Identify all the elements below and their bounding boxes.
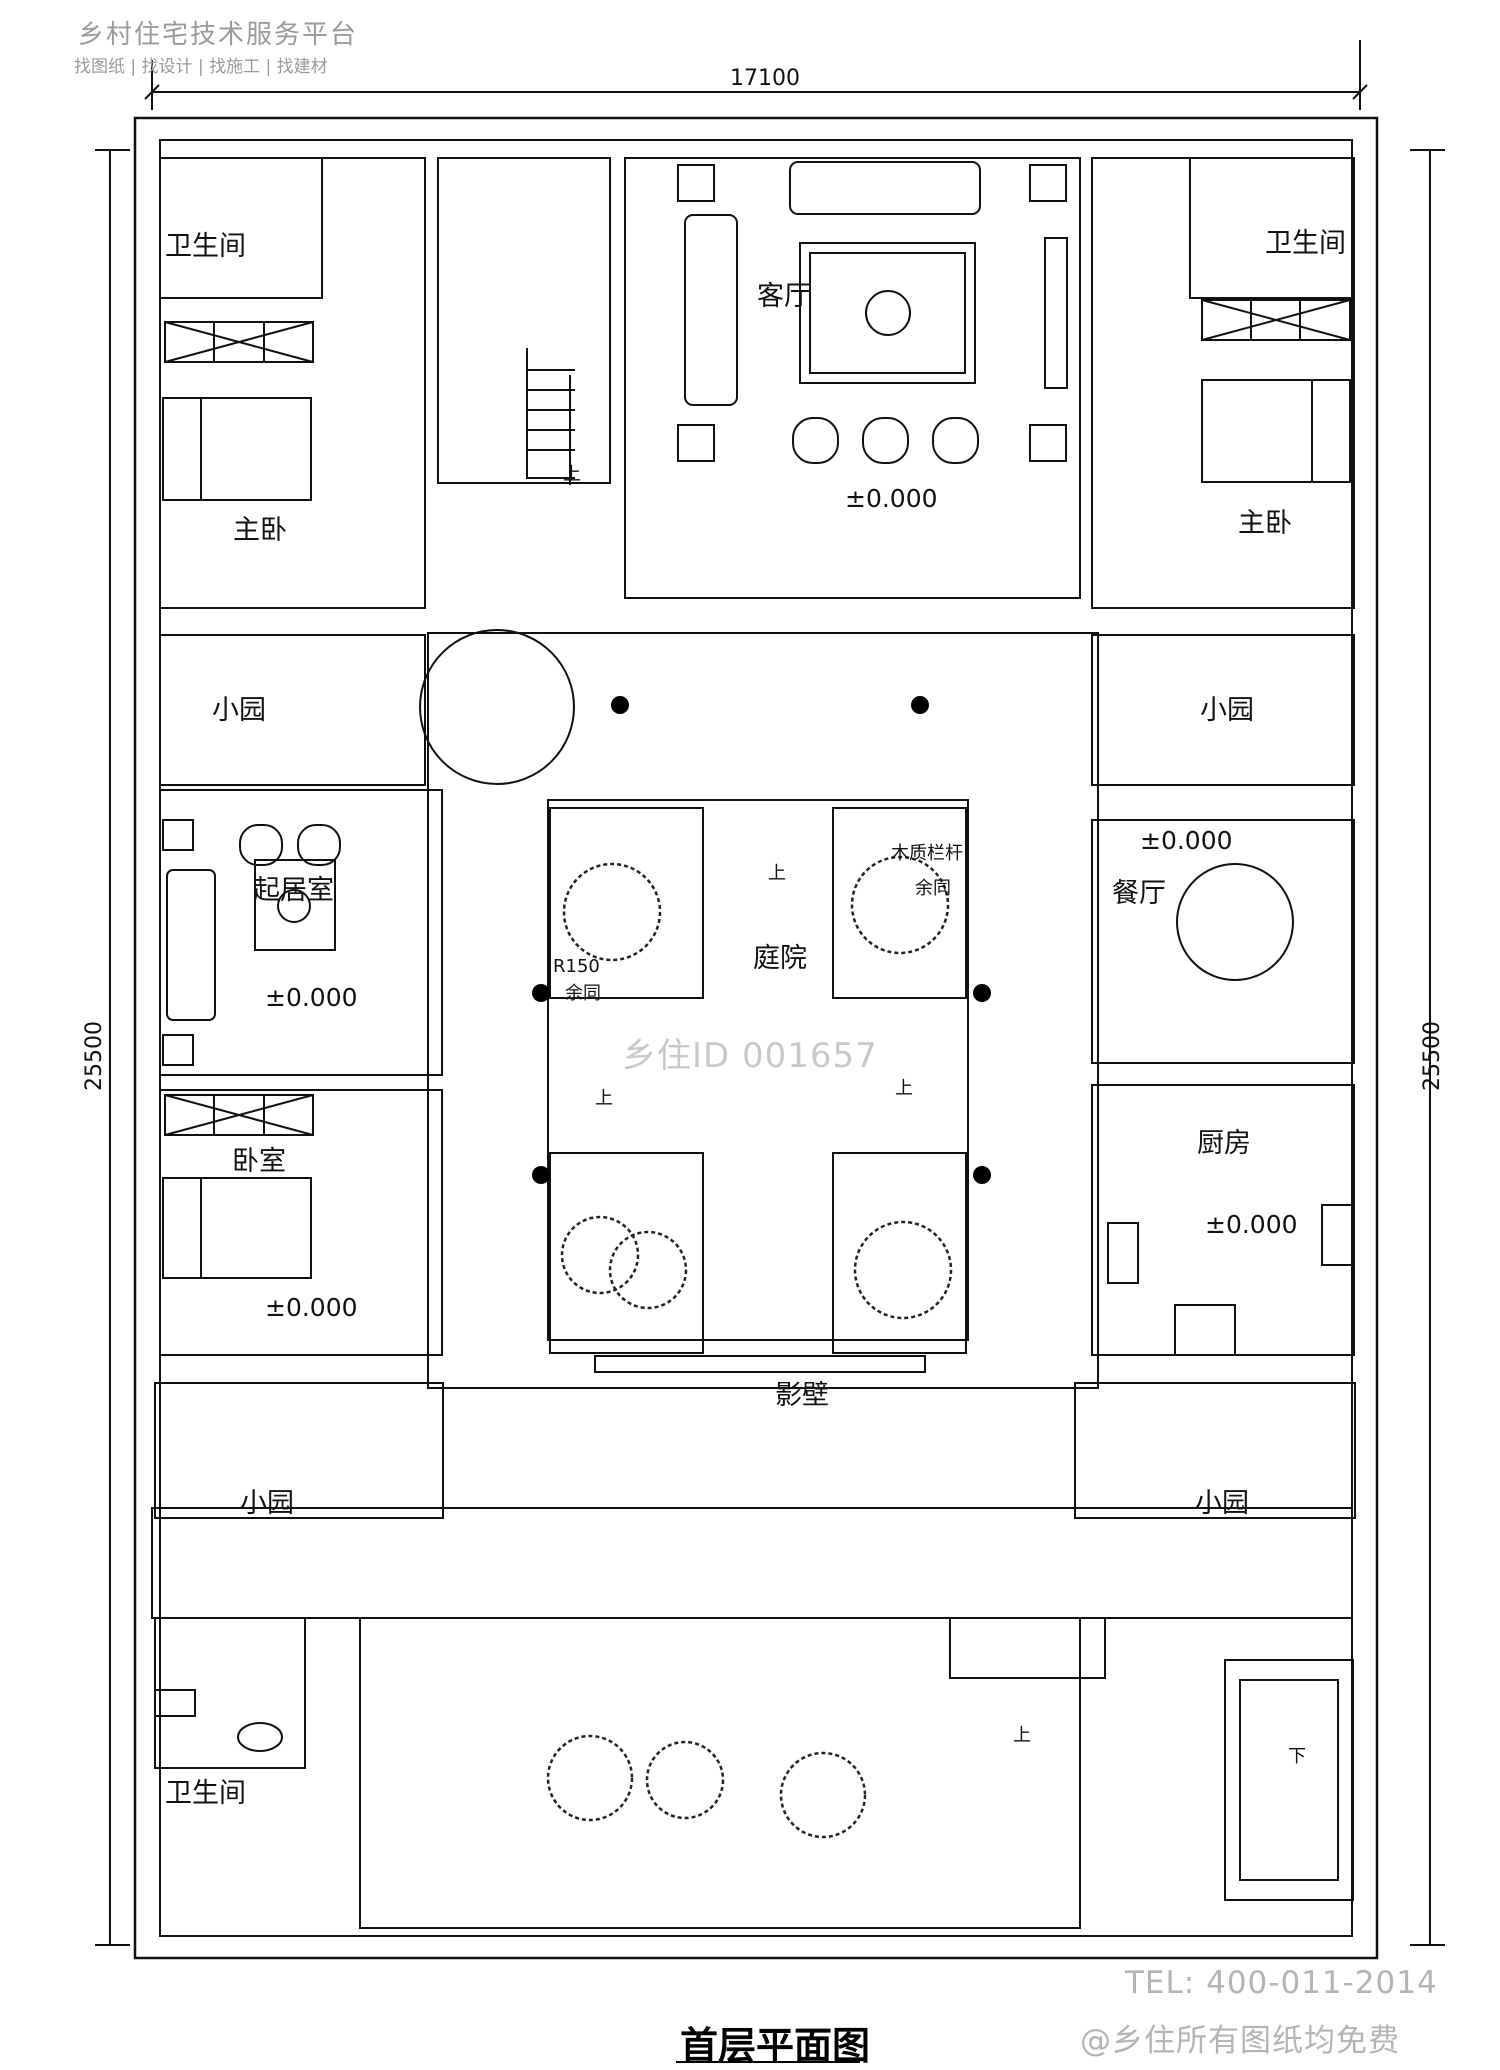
room-label-master-right: 主卧 (1238, 508, 1292, 539)
note-radius-same: 余同 (565, 983, 601, 1004)
note-same: 余同 (915, 878, 951, 899)
room-label-sitting: 起居室 (253, 875, 334, 906)
stair-up-right: 上 (895, 1078, 913, 1099)
dimension-width: 17100 (730, 66, 800, 91)
room-label-wc-bottom: 卫生间 (165, 1778, 246, 1809)
room-label-living: 客厅 (757, 281, 811, 312)
brand-tagline: 找图纸 | 找设计 | 找施工 | 找建材 (74, 57, 328, 77)
room-label-dining: 餐厅 (1112, 878, 1166, 909)
stair-down: 下 (1288, 1746, 1306, 1767)
drawing-title-underline (676, 2061, 860, 2063)
room-label-bedroom: 卧室 (232, 1146, 286, 1177)
room-label-courtyard: 庭院 (753, 943, 807, 974)
room-label-garden-br: 小园 (1195, 1488, 1249, 1519)
level-sitting: ±0.000 (265, 983, 358, 1012)
drawing-title: 首层平面图 (680, 2024, 871, 2068)
room-label-garden-tl: 小园 (212, 695, 266, 726)
room-label-kitchen: 厨房 (1197, 1128, 1251, 1159)
contact-tel: TEL: 400-011-2014 (1125, 1965, 1438, 2001)
level-bedroom: ±0.000 (265, 1293, 358, 1322)
room-label-garden-tr: 小园 (1200, 695, 1254, 726)
room-label-wc-top-left: 卫生间 (165, 231, 246, 262)
room-label-master-left: 主卧 (233, 515, 287, 546)
brand-name: 乡村住宅技术服务平台 (78, 20, 359, 50)
stair-up-bottom: 上 (1013, 1725, 1031, 1746)
note-railing: 木质栏杆 (891, 843, 963, 864)
dimension-depth-right: 25500 (1420, 1021, 1445, 1091)
stair-up-left: 上 (595, 1088, 613, 1109)
level-dining: ±0.000 (1140, 826, 1233, 855)
room-label-garden-bl: 小园 (240, 1488, 294, 1519)
room-label-wc-top-right: 卫生间 (1265, 228, 1346, 259)
stair-up-top: 上 (563, 464, 581, 485)
room-label-screen-wall: 影壁 (775, 1380, 829, 1411)
contact-note: @乡住所有图纸均免费 (1080, 2023, 1400, 2059)
watermark-id: 乡住ID 001657 (622, 1036, 878, 1076)
level-kitchen: ±0.000 (1205, 1210, 1298, 1239)
dimension-depth-left: 25500 (82, 1021, 107, 1091)
stair-up-courtyard: 上 (768, 863, 786, 884)
note-radius: R150 (553, 956, 600, 977)
level-living: ±0.000 (845, 484, 938, 513)
